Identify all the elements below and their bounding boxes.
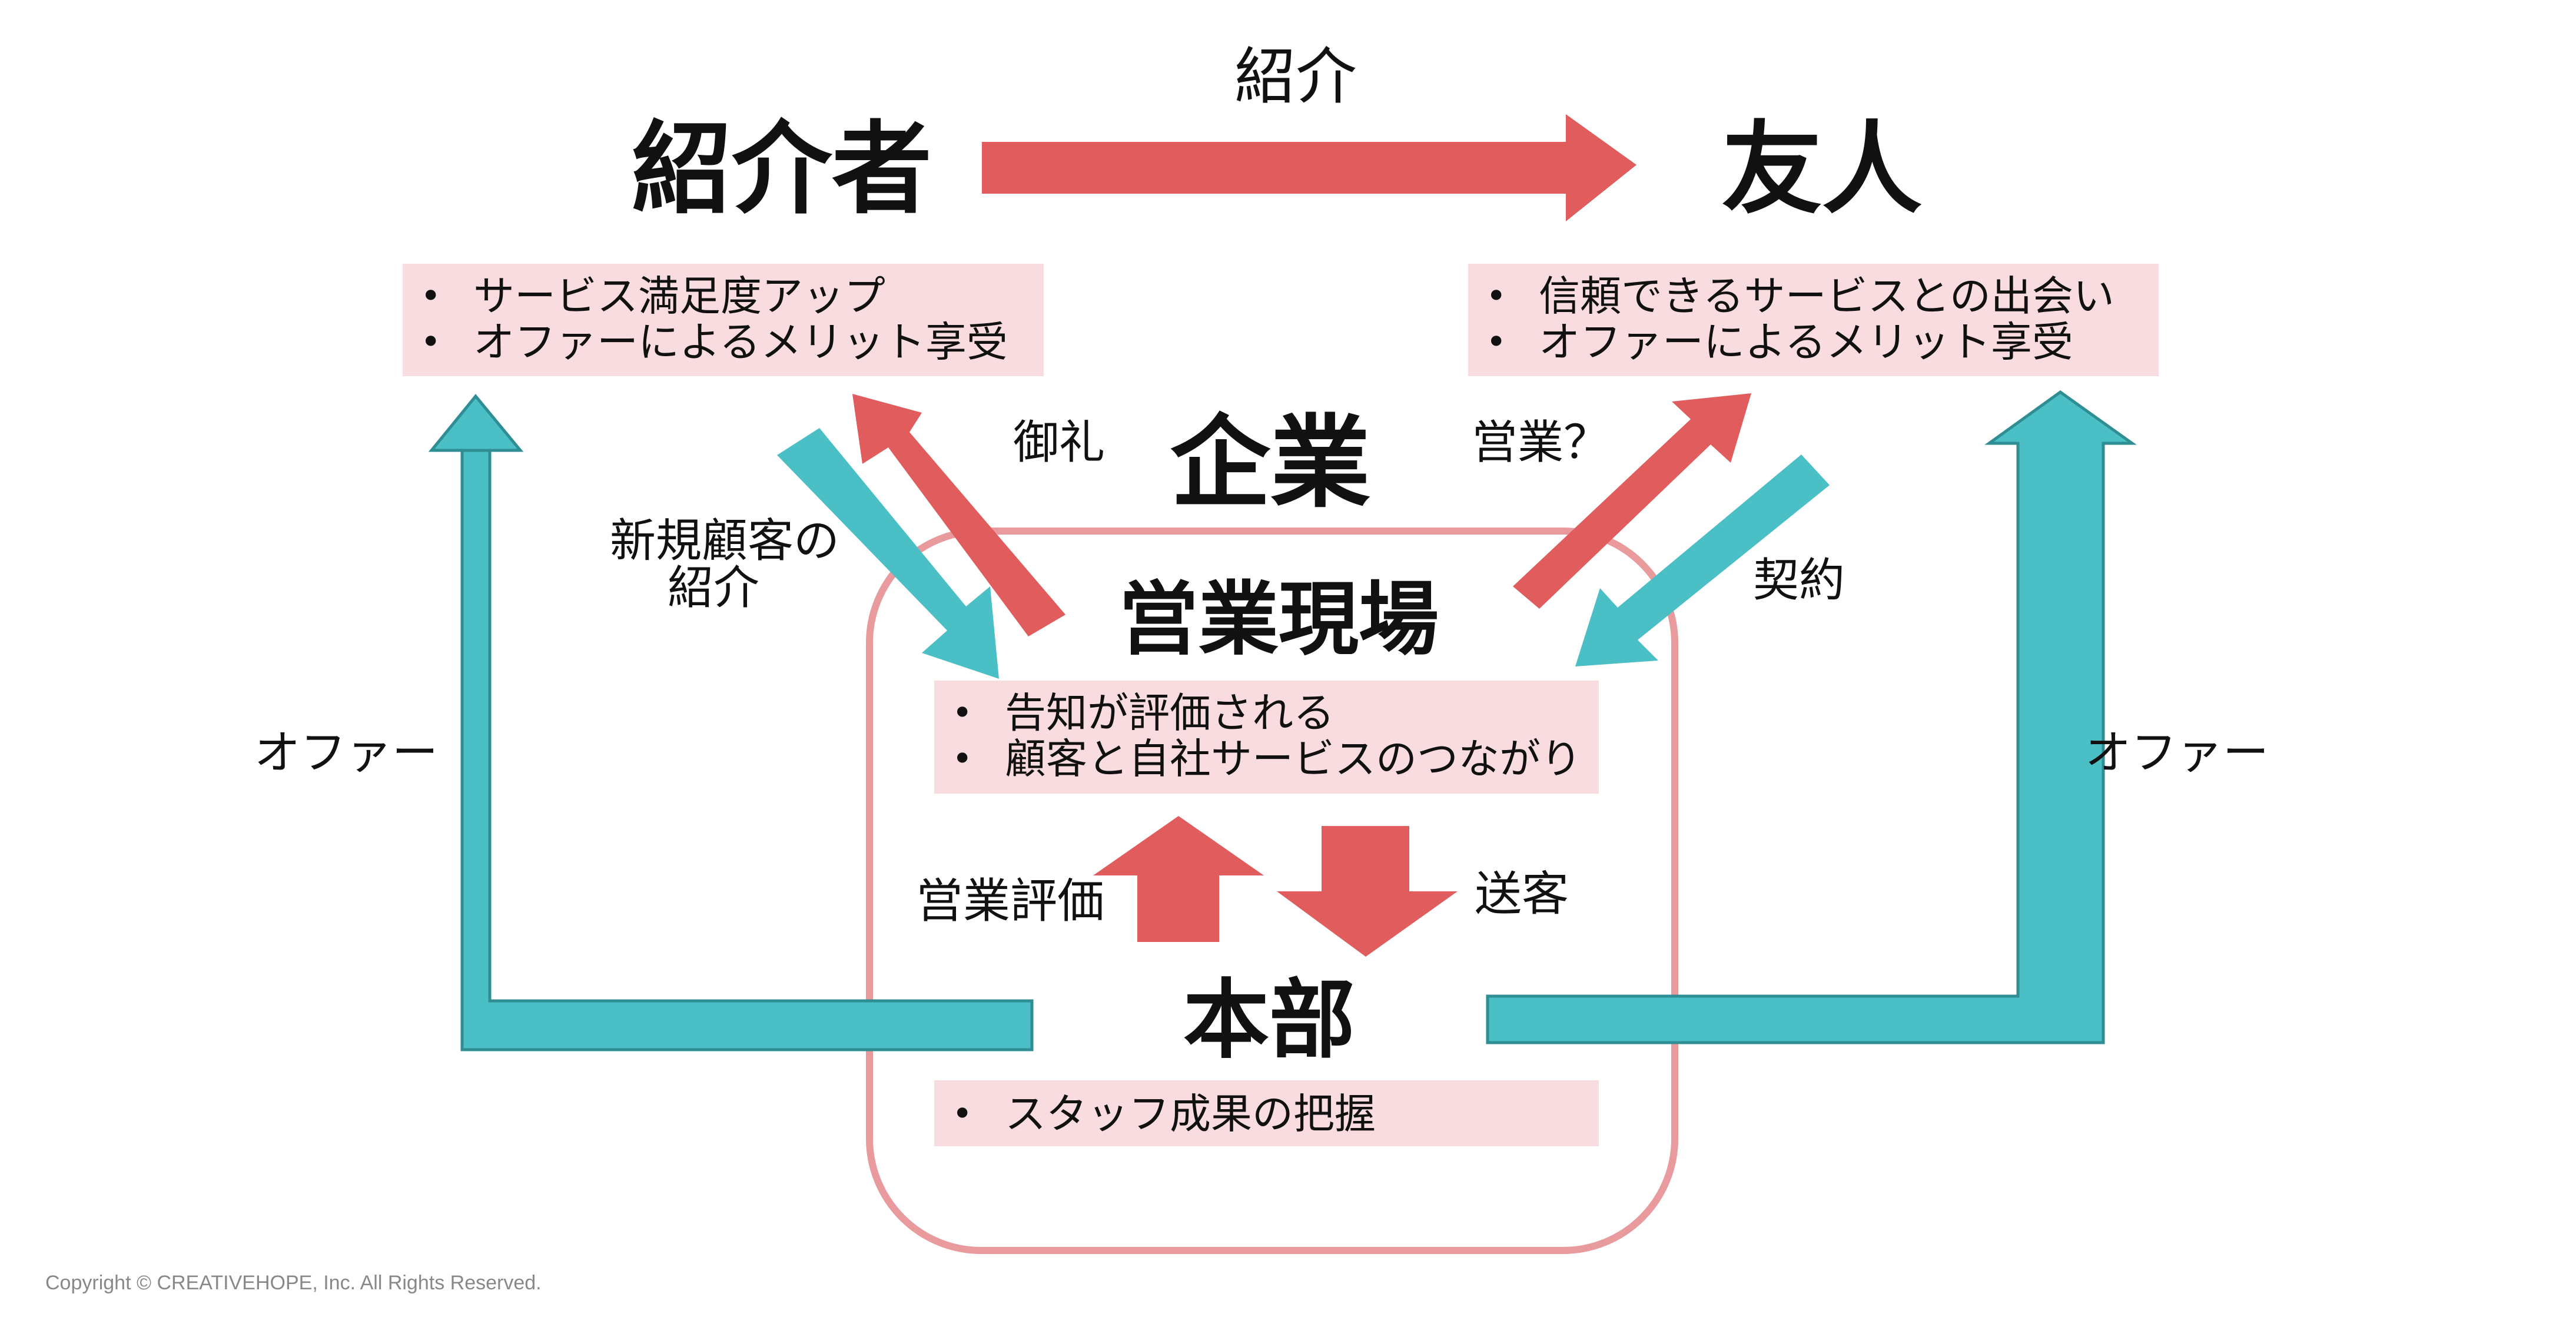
arrow-new-customer-intro [777, 428, 999, 679]
sales-evaluation-label: 営業評価 [916, 874, 1104, 928]
new-customer-intro-label-line2: 紹介 [668, 562, 760, 615]
new-customer-intro-label-line1: 新規顧客の [610, 515, 840, 568]
hq-benefits-box: •スタッフ成果の把握 [934, 1080, 1599, 1146]
list-item: •オファーによるメリット享受 [420, 318, 1008, 367]
hq-benefits-list: •スタッフ成果の把握 [934, 1091, 1599, 1137]
hq-title: 本部 [1183, 970, 1355, 1070]
list-item: •サービス満足度アップ [420, 272, 885, 320]
introducer-title: 紹介者 [632, 111, 932, 228]
arrow-offer-left [428, 394, 1034, 1051]
copyright-text: Copyright © CREATIVEHOPE, Inc. All Right… [45, 1272, 542, 1294]
introducer-benefits-box: •サービス満足度アップ •オファーによるメリット享受 [403, 264, 1044, 376]
list-item: •顧客と自社サービスのつながり [952, 735, 1582, 784]
list-item: •告知が評価される [952, 689, 1335, 737]
friend-benefits-list: •信頼できるサービスとの出会い •オファーによるメリット享受 [1468, 273, 2159, 366]
list-item: •オファーによるメリット享受 [1486, 318, 2073, 367]
arrow-send-customers [1277, 826, 1458, 957]
list-item: •信頼できるサービスとの出会い [1486, 272, 2114, 320]
arrow-thanks [852, 394, 1065, 636]
contract-label: 契約 [1753, 554, 1845, 607]
arrow-sales-question [1513, 393, 1751, 609]
offer-right-label: オファー [2085, 726, 2269, 779]
send-customers-label: 送客 [1475, 867, 1569, 921]
field-benefits-list: •告知が評価される •顧客と自社サービスのつながり [934, 690, 1599, 782]
thanks-label: 御礼 [1013, 416, 1106, 469]
arrow-contract [1575, 455, 1830, 666]
sales-question-label: 営業？ [1472, 416, 1610, 469]
arrow-sales-evaluation [1093, 816, 1264, 942]
company-boundary [866, 528, 1678, 1254]
offer-left-label: オファー [254, 726, 439, 779]
field-title: 営業現場 [1118, 573, 1439, 666]
introducer-benefits-list: •サービス満足度アップ •オファーによるメリット享受 [403, 273, 1044, 366]
friend-benefits-box: •信頼できるサービスとの出会い •オファーによるメリット享受 [1468, 264, 2159, 376]
field-benefits-box: •告知が評価される •顧客と自社サービスのつながり [934, 681, 1599, 794]
introduce-label: 紹介 [1234, 41, 1357, 112]
company-title: 企業 [1170, 405, 1371, 522]
friend-title: 友人 [1722, 111, 1923, 228]
arrow-introduce [982, 114, 1636, 221]
arrow-offer-right [1486, 390, 2137, 1044]
list-item: •スタッフ成果の把握 [952, 1090, 1376, 1138]
